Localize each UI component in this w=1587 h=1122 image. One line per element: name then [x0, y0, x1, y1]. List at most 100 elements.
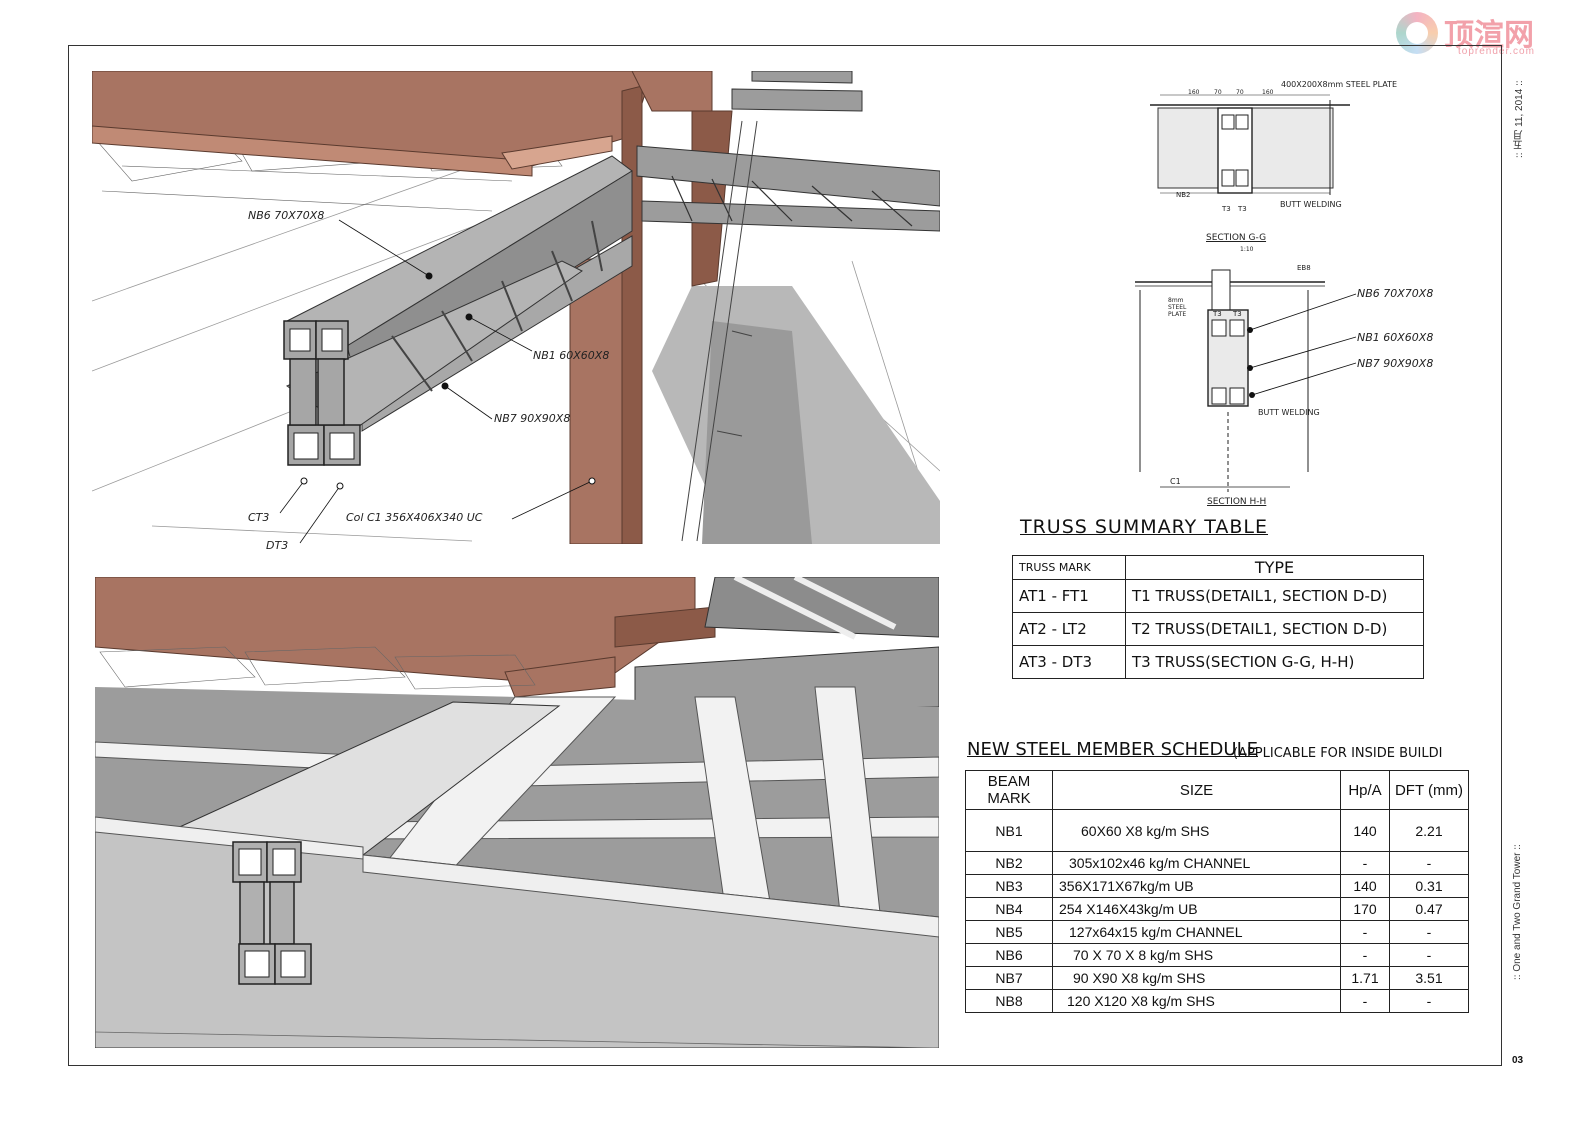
beam-hpa: 140 — [1340, 874, 1390, 898]
schedule-header-hpa: Hp/A — [1340, 770, 1390, 810]
beam-mark: NB8 — [965, 989, 1053, 1013]
schedule-header-dft: DFT (mm) — [1389, 770, 1469, 810]
beam-dft: - — [1389, 943, 1469, 967]
truss-table-header: TRUSS MARK TYPE — [1012, 555, 1424, 580]
beam-hpa: - — [1340, 989, 1390, 1013]
beam-dft: - — [1389, 851, 1469, 875]
hh-top: EB8 — [1297, 264, 1311, 272]
beam-size: 305x102x46 kg/m CHANNEL — [1052, 851, 1341, 875]
truss-header-mark: TRUSS MARK — [1012, 555, 1126, 580]
section-gg-sketch — [1140, 75, 1360, 245]
watermark-logo-icon — [1396, 12, 1438, 54]
table-row: NB2 305x102x46 kg/m CHANNEL - - — [965, 851, 1469, 875]
gg-dim-1: 160 — [1188, 89, 1200, 96]
truss-type: T1 TRUSS(DETAIL1, SECTION D-D) — [1125, 579, 1424, 613]
gg-weld: BUTT WELDING — [1280, 200, 1342, 209]
label-dt3: DT3 — [266, 539, 289, 552]
table-row: AT3 - DT3 T3 TRUSS(SECTION G-G, H-H) — [1012, 645, 1424, 679]
beam-hpa: 1.71 — [1340, 966, 1390, 990]
beam-hpa: - — [1340, 851, 1390, 875]
table-row: NB7 90 X90 X8 kg/m SHS 1.71 3.51 — [965, 966, 1469, 990]
hh-label-nb7: NB7 90X90X8 — [1357, 357, 1434, 370]
hh-label-nb6: NB6 70X70X8 — [1357, 287, 1434, 300]
side-project: :: One and Two Grand Tower :: — [1512, 844, 1523, 980]
table-row: NB8 120 X120 X8 kg/m SHS - - — [965, 989, 1469, 1013]
beam-dft: 0.47 — [1389, 897, 1469, 921]
side-date: :: 五月 11, 2014 :: — [1514, 80, 1525, 158]
truss-mark: AT2 - LT2 — [1012, 612, 1126, 646]
table-row: NB1 60X60 X8 kg/m SHS 140 2.21 — [965, 809, 1469, 852]
hh-weld: BUTT WELDING — [1258, 408, 1320, 417]
page-number: 03 — [1512, 1055, 1524, 1066]
hh-title: SECTION H-H — [1207, 497, 1267, 507]
beam-mark: NB2 — [965, 851, 1053, 875]
gg-title: SECTION G-G — [1206, 233, 1267, 243]
hh-plate: 8mm STEEL PLATE — [1168, 297, 1187, 318]
gg-dim-3: 70 — [1236, 89, 1244, 96]
beam-dft: - — [1389, 989, 1469, 1013]
truss-type: T3 TRUSS(SECTION G-G, H-H) — [1125, 645, 1424, 679]
label-nb7: NB7 90X90X8 — [494, 412, 571, 425]
beam-dft: 0.31 — [1389, 874, 1469, 898]
render-bottom — [95, 577, 939, 1048]
beam-mark: NB5 — [965, 920, 1053, 944]
gg-t3-b: T3 — [1238, 205, 1247, 213]
schedule-title: NEW STEEL MEMBER SCHEDULE — [967, 739, 1258, 760]
section-hh-sketch — [1130, 262, 1330, 502]
schedule-header-size: SIZE — [1052, 770, 1341, 810]
render-top — [92, 71, 940, 544]
render-top-drawing — [92, 71, 940, 544]
truss-mark: AT1 - FT1 — [1012, 579, 1126, 613]
gg-scale: 1:10 — [1240, 246, 1254, 253]
label-ct3: CT3 — [248, 511, 270, 524]
beam-size: 70 X 70 X 8 kg/m SHS — [1052, 943, 1341, 967]
section-gg-drawing — [1150, 94, 1350, 195]
truss-summary-table: TRUSS MARK TYPE AT1 - FT1 T1 TRUSS(DETAI… — [1012, 555, 1424, 679]
label-nb6: NB6 70X70X8 — [248, 209, 325, 222]
table-row: NB5 127x64x15 kg/m CHANNEL - - — [965, 920, 1469, 944]
watermark-text: 顶渲网 — [1444, 18, 1534, 53]
beam-hpa: 140 — [1340, 809, 1390, 852]
truss-mark: AT3 - DT3 — [1012, 645, 1126, 679]
beam-size: 120 X120 X8 kg/m SHS — [1052, 989, 1341, 1013]
truss-table-title: TRUSS SUMMARY TABLE — [1020, 516, 1269, 538]
hh-t3-a: T3 — [1213, 310, 1222, 318]
gg-plate-note: 400X200X8mm STEEL PLATE — [1281, 80, 1398, 89]
watermark-url: toprender.com — [1458, 46, 1535, 57]
schedule-subtitle: (APPLICABLE FOR INSIDE BUILDI — [1233, 746, 1443, 761]
beam-size: 127x64x15 kg/m CHANNEL — [1052, 920, 1341, 944]
table-row: NB3 356X171X67kg/m UB 140 0.31 — [965, 874, 1469, 898]
gg-dim-2: 70 — [1214, 89, 1222, 96]
label-nb1: NB1 60X60X8 — [533, 349, 610, 362]
beam-size: 90 X90 X8 kg/m SHS — [1052, 966, 1341, 990]
beam-hpa: - — [1340, 943, 1390, 967]
render-bottom-drawing — [95, 577, 939, 1048]
sheet-frame — [68, 45, 1502, 1066]
beam-dft: 2.21 — [1389, 809, 1469, 852]
steel-member-schedule: BEAM MARK SIZE Hp/A DFT (mm) NB1 60X60 X… — [965, 770, 1469, 1013]
beam-size: 254 X146X43kg/m UB — [1052, 897, 1341, 921]
gg-nb2: NB2 — [1176, 191, 1191, 199]
schedule-header: BEAM MARK SIZE Hp/A DFT (mm) — [965, 770, 1469, 810]
schedule-header-beam-mark: BEAM MARK — [965, 770, 1053, 810]
beam-dft: - — [1389, 920, 1469, 944]
truss-header-type: TYPE — [1125, 555, 1424, 580]
table-row: AT2 - LT2 T2 TRUSS(DETAIL1, SECTION D-D) — [1012, 612, 1424, 646]
hh-t3-b: T3 — [1233, 310, 1242, 318]
truss-type: T2 TRUSS(DETAIL1, SECTION D-D) — [1125, 612, 1424, 646]
label-col-c1: Col C1 356X406X340 UC — [346, 511, 483, 524]
beam-size: 60X60 X8 kg/m SHS — [1052, 809, 1341, 852]
table-row: NB4 254 X146X43kg/m UB 170 0.47 — [965, 897, 1469, 921]
watermark-logo: 顶渲网 toprender.com — [1396, 6, 1556, 58]
hh-c1: C1 — [1170, 477, 1181, 486]
beam-hpa: - — [1340, 920, 1390, 944]
beam-mark: NB7 — [965, 966, 1053, 990]
hh-label-nb1: NB1 60X60X8 — [1357, 331, 1434, 344]
beam-mark: NB3 — [965, 874, 1053, 898]
hh-leaders — [1247, 293, 1357, 398]
beam-hpa: 170 — [1340, 897, 1390, 921]
gg-t3-a: T3 — [1222, 205, 1231, 213]
beam-mark: NB6 — [965, 943, 1053, 967]
beam-dft: 3.51 — [1389, 966, 1469, 990]
table-row: AT1 - FT1 T1 TRUSS(DETAIL1, SECTION D-D) — [1012, 579, 1424, 613]
